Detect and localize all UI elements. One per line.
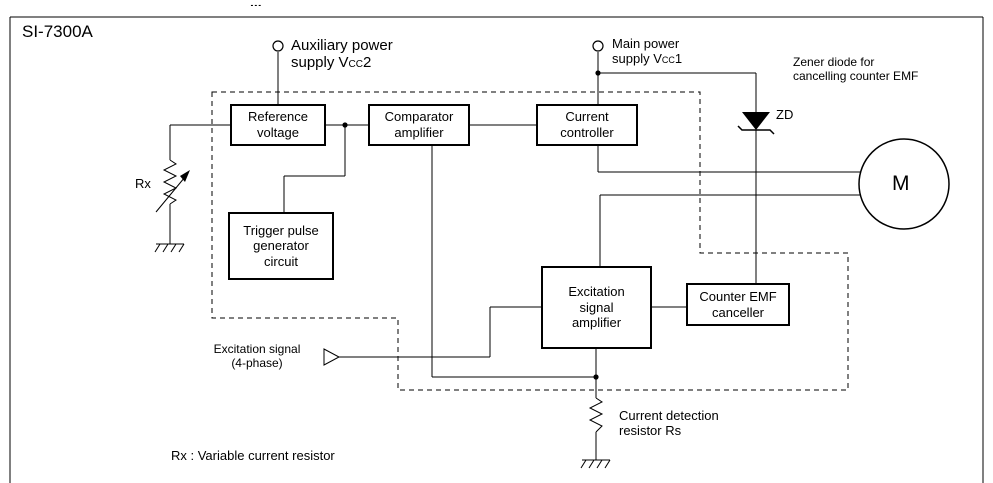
outer-frame (9, 16, 984, 483)
sense-resistor-icon (588, 397, 604, 433)
zener-note-line2: cancelling counter EMF (793, 68, 919, 83)
current-detection-line2: resistor Rs (619, 422, 682, 438)
main-power-line1: Main power (612, 36, 680, 51)
ground-icon (154, 243, 185, 253)
excitation-signal-label: Excitation signal (4-phase) (194, 342, 320, 371)
rx-label: Rx (135, 176, 151, 191)
wires (169, 52, 862, 460)
zener-note: Zener diode for cancelling counter EMF (793, 55, 919, 84)
motor-icon (858, 138, 950, 230)
main-power-terminal-icon (592, 40, 604, 52)
zd-label: ZD (776, 107, 794, 122)
current-detection-line1: Current detection (619, 408, 719, 423)
ground-icon (580, 459, 611, 469)
counter-emf-canceller-block: Counter EMF canceller (686, 283, 790, 326)
main-power-label: Main power supply VCC1 (612, 36, 683, 67)
cropped-heading: ... (250, 0, 262, 6)
trigger-pulse-generator-block: Trigger pulse generator circuit (228, 212, 334, 280)
variable-arrow-icon (180, 170, 190, 182)
zener-note-line1: Zener diode for (793, 55, 875, 69)
input-buffer-icon (323, 348, 341, 366)
aux-power-terminal-icon (272, 40, 284, 52)
excitation-signal-line2: (4-phase) (231, 355, 283, 370)
zener-diode-icon (737, 112, 775, 135)
excitation-signal-line1: Excitation signal (213, 342, 301, 356)
rx-note: Rx : Variable current resistor (171, 448, 335, 463)
main-power-line2: supply VCC1 (612, 50, 683, 66)
current-detection-label: Current detection resistor Rs (619, 408, 719, 439)
model-label: SI-7300A (22, 22, 93, 41)
comparator-amplifier-block: Comparator amplifier (368, 104, 470, 146)
current-controller-block: Current controller (536, 104, 638, 146)
junction-dots (342, 70, 601, 380)
aux-power-line1: Auxiliary power (291, 37, 393, 54)
reference-voltage-block: Reference voltage (230, 104, 326, 146)
motor-label: M (892, 172, 910, 195)
aux-power-line2: supply VCC2 (291, 54, 372, 72)
ic-boundary-dashed (211, 91, 849, 391)
variable-resistor-icon (155, 159, 186, 213)
aux-power-label: Auxiliary power supply VCC2 (291, 37, 393, 72)
excitation-signal-amplifier-block: Excitation signal amplifier (541, 266, 652, 349)
